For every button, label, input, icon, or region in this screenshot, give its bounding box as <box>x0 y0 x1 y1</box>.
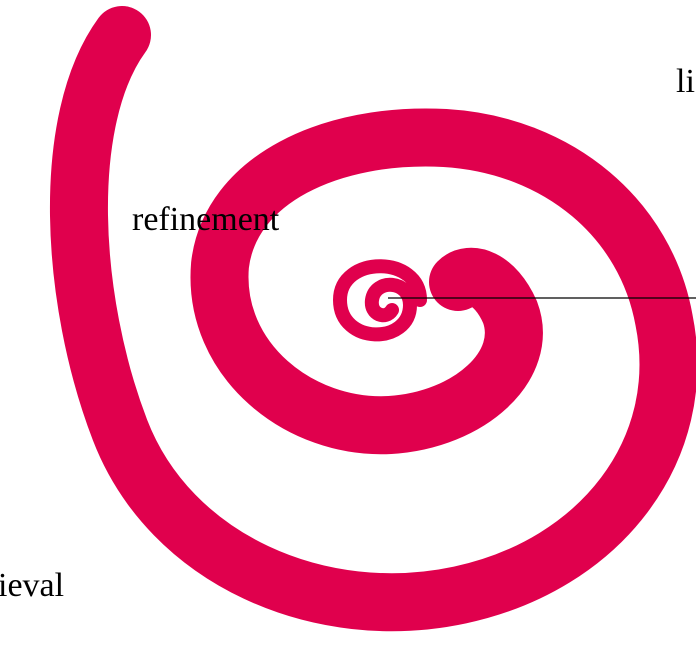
label-bottom-left: ieval <box>0 567 64 604</box>
spiral-shape <box>49 6 696 632</box>
spiral-core <box>333 259 427 342</box>
label-refinement: refinement <box>132 201 280 238</box>
label-top-right: li <box>676 63 695 100</box>
